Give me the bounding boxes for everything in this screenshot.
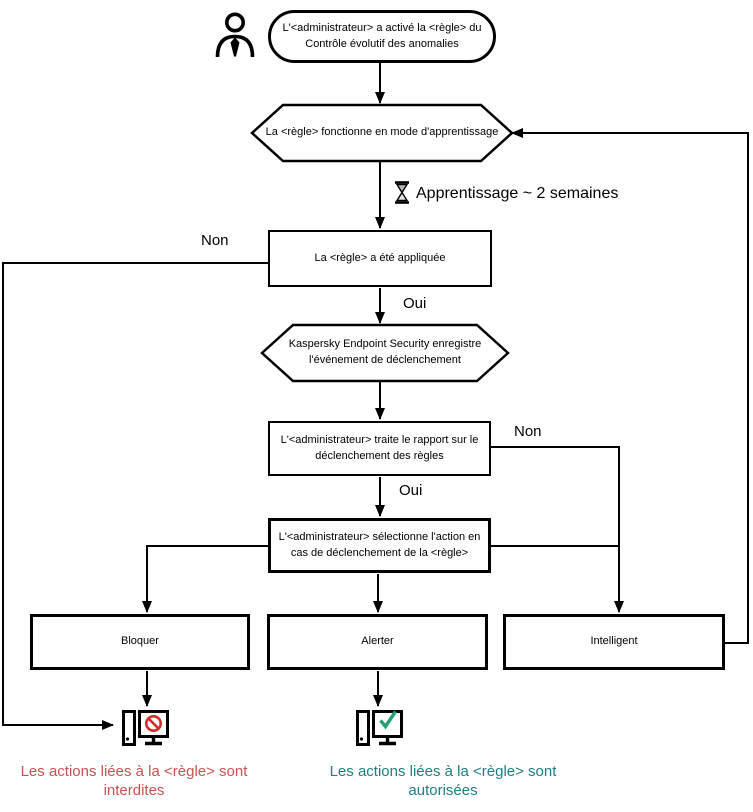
admin-selects-action-label: L'<administrateur> sélectionne l'action … [278, 530, 481, 559]
action-alerter-label: Alerter [361, 635, 394, 648]
action-bloquer-label: Bloquer [121, 635, 159, 648]
computer-blocked-icon [122, 710, 169, 746]
edge-label-non-1: Non [201, 232, 229, 249]
rule-applied-label: La <règle> a été appliquée [314, 251, 446, 264]
computer-allowed-icon [356, 710, 403, 746]
action-intelligent-box: Intelligent [503, 614, 725, 670]
edge-label-oui-2: Oui [399, 482, 423, 499]
edge-label-non-2: Non [514, 423, 542, 440]
learning-duration-label: Apprentissage ~ 2 semaines [416, 185, 619, 202]
admin-reviews-report-label: L'<administrateur> traite le rapport sur… [280, 433, 479, 462]
start-node-label: L'<administrateur> a activé la <règle> d… [282, 21, 482, 50]
admin-reviews-report-box: L'<administrateur> traite le rapport sur… [268, 421, 491, 476]
outcome-allowed-text: Les actions liées à la <règle> sont auto… [329, 763, 557, 799]
person-icon [215, 12, 255, 57]
hourglass-icon [395, 181, 409, 204]
outcome-blocked-text: Les actions liées à la <règle> sont inte… [20, 763, 248, 799]
prohibition-icon [144, 715, 162, 732]
event-logged-label: Kaspersky Endpoint Security enregistre l… [288, 338, 482, 366]
rule-applied-box: La <règle> a été appliquée [268, 230, 492, 287]
connector-lines [2, 63, 749, 730]
action-intelligent-label: Intelligent [590, 635, 638, 648]
edge-label-oui-1: Oui [403, 295, 427, 312]
event-logged-hexagon [260, 323, 510, 383]
learning-mode-label: La <règle> fonctionne en mode d'apprenti… [265, 126, 499, 139]
action-alerter-box: Alerter [267, 614, 488, 670]
action-bloquer-box: Bloquer [30, 614, 250, 670]
checkmark-icon [379, 710, 397, 730]
start-node: L'<administrateur> a activé la <règle> d… [268, 10, 496, 63]
admin-selects-action-box: L'<administrateur> sélectionne l'action … [268, 518, 491, 573]
